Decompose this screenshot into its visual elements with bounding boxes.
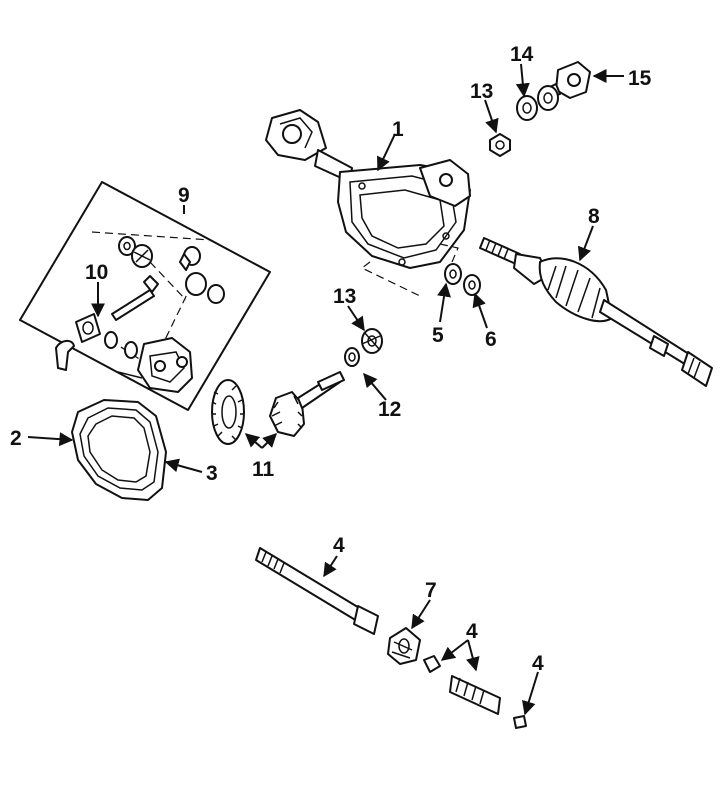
bearing-13-middle	[361, 328, 383, 354]
callout-4-clip: 4	[532, 652, 544, 675]
washer-5	[444, 263, 462, 285]
callout-13-middle: 13	[333, 285, 356, 308]
callout-6: 6	[485, 328, 497, 351]
bearing-7	[387, 627, 421, 665]
axle-shaft	[255, 547, 379, 635]
callout-13-top: 13	[470, 80, 493, 103]
callout-15: 15	[628, 67, 652, 90]
washer-6	[463, 274, 481, 296]
drive-shaft-cv	[479, 237, 713, 387]
pinion-gear	[269, 371, 345, 437]
ring-gear	[211, 379, 245, 445]
callout-3: 3	[206, 462, 218, 485]
callout-11: 11	[252, 458, 275, 481]
callout-10: 10	[85, 261, 108, 284]
stub-shaft-parts	[423, 655, 527, 729]
leader-lines	[27, 63, 624, 716]
callout-12: 12	[378, 398, 401, 421]
callout-2: 2	[10, 427, 22, 450]
callout-4-stub: 4	[466, 620, 478, 643]
callout-7: 7	[425, 579, 437, 602]
seal-washer-14	[516, 85, 559, 121]
cover-gasket	[71, 399, 167, 501]
callout-9: 9	[178, 184, 190, 207]
callout-8: 8	[588, 205, 600, 228]
callout-14: 14	[510, 43, 534, 66]
axle-housing	[265, 109, 471, 297]
shim-12	[344, 347, 360, 367]
callout-4-shaft: 4	[333, 534, 345, 557]
nut-13-top	[489, 133, 511, 157]
callout-numbers: 1 2 3 4 4 4 5 6 7 8 9 10 11 12 13 13 14 …	[10, 43, 652, 675]
callout-5: 5	[432, 324, 444, 347]
callout-1: 1	[392, 118, 404, 141]
differential-kit-box	[19, 181, 271, 411]
